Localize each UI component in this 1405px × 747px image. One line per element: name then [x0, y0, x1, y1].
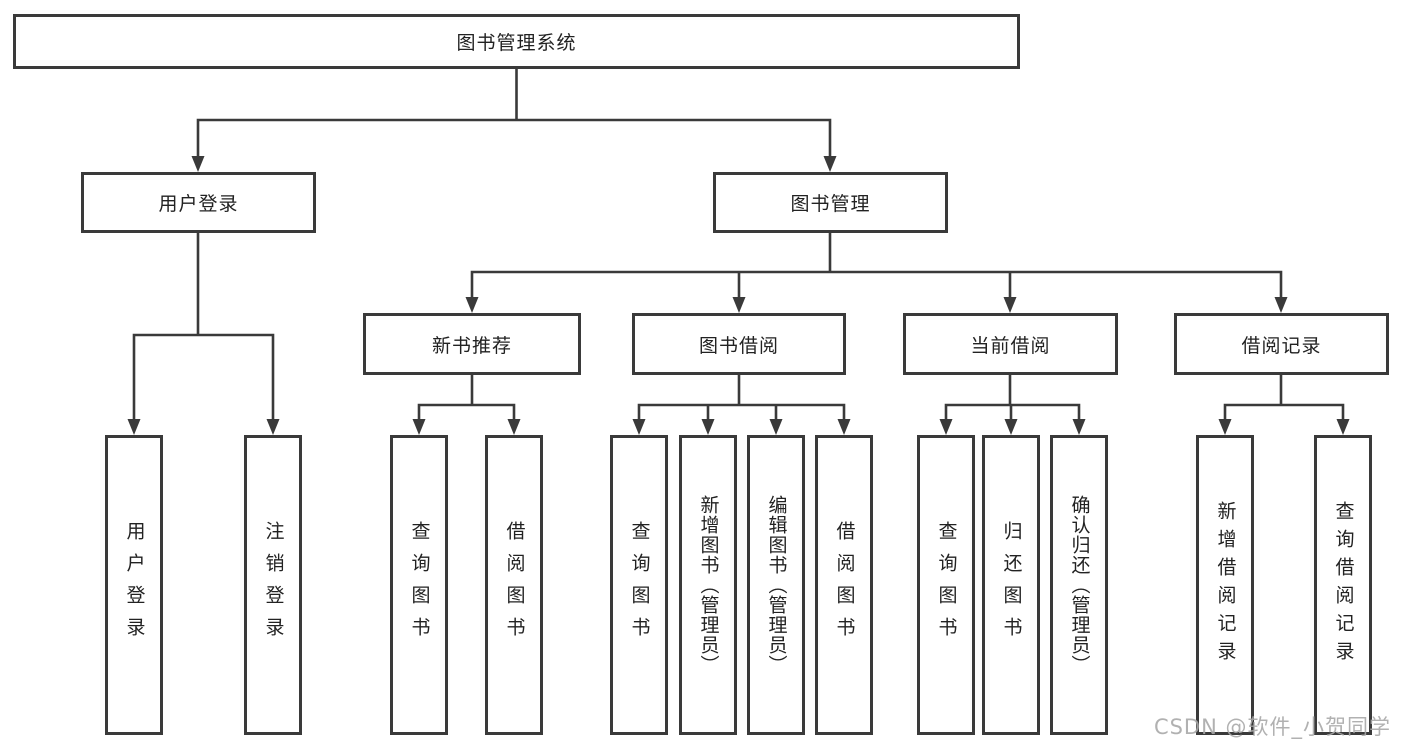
leaf-user-login: 用户登录 [105, 435, 163, 735]
leaf-query-borrow-record-label: 查询借阅记录 [1332, 501, 1355, 669]
leaf-query-books-recommend-label: 查询图书 [408, 521, 431, 649]
leaf-borrow-books-recommend: 借阅图书 [485, 435, 543, 735]
leaf-query-books-borrow: 查询图书 [610, 435, 668, 735]
leaf-return-books: 归还图书 [982, 435, 1040, 735]
node-book-borrow: 图书借阅 [632, 313, 846, 375]
node-user-login-label: 用户登录 [158, 193, 239, 215]
leaf-query-books-current-label: 查询图书 [935, 521, 958, 649]
node-new-book-recommend: 新书推荐 [363, 313, 581, 375]
leaf-logout: 注销登录 [244, 435, 302, 735]
leaf-query-books-recommend: 查询图书 [390, 435, 448, 735]
leaf-query-books-current: 查询图书 [917, 435, 975, 735]
arrowhead-icons [127, 156, 1350, 435]
leaf-add-book-admin: 新增图书（管理员） [679, 435, 737, 735]
leaf-add-borrow-record-label: 新增借阅记录 [1214, 501, 1237, 669]
node-book-management-label: 图书管理 [790, 193, 871, 215]
leaf-borrow-books-label: 借阅图书 [833, 521, 856, 649]
node-current-borrow: 当前借阅 [903, 313, 1118, 375]
leaf-user-login-label: 用户登录 [123, 521, 146, 649]
leaf-confirm-return-admin: 确认归还（管理员） [1050, 435, 1108, 735]
node-book-borrow-label: 图书借阅 [698, 334, 779, 357]
leaf-borrow-books: 借阅图书 [815, 435, 873, 735]
leaf-borrow-books-recommend-label: 借阅图书 [503, 521, 526, 649]
node-current-borrow-label: 当前借阅 [970, 334, 1051, 357]
leaf-add-book-admin-label: 新增图书（管理员） [697, 495, 720, 675]
leaf-add-borrow-record: 新增借阅记录 [1196, 435, 1254, 735]
watermark: CSDN @软件_小贺同学 [1153, 715, 1391, 739]
node-borrow-records-label: 借阅记录 [1241, 334, 1322, 357]
leaf-edit-book-admin: 编辑图书（管理员） [747, 435, 805, 735]
node-root-label: 图书管理系统 [456, 32, 577, 54]
leaf-return-books-label: 归还图书 [1000, 521, 1023, 649]
leaf-logout-label: 注销登录 [262, 521, 285, 649]
node-book-management: 图书管理 [713, 172, 948, 233]
leaf-query-borrow-record: 查询借阅记录 [1314, 435, 1372, 735]
leaf-query-books-borrow-label: 查询图书 [628, 521, 651, 649]
node-new-book-recommend-label: 新书推荐 [431, 334, 512, 357]
node-borrow-records: 借阅记录 [1174, 313, 1389, 375]
leaf-edit-book-admin-label: 编辑图书（管理员） [765, 495, 788, 675]
node-root: 图书管理系统 [13, 14, 1020, 69]
leaf-confirm-return-admin-label: 确认归还（管理员） [1068, 495, 1091, 675]
node-user-login: 用户登录 [81, 172, 316, 233]
